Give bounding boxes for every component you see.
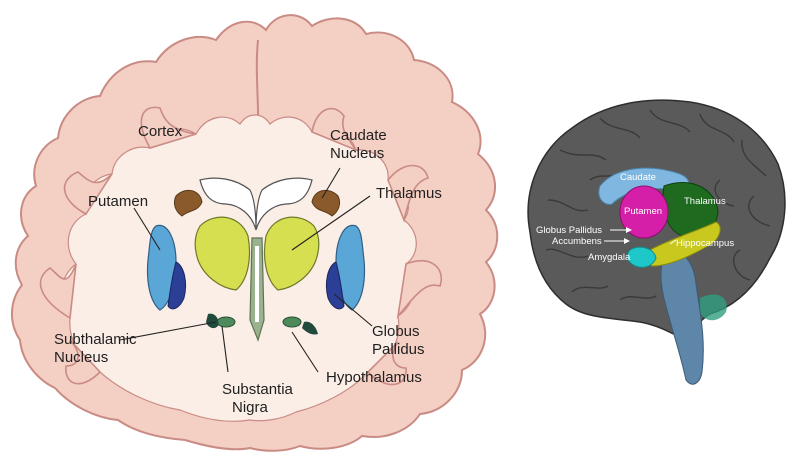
label-substantia-2: Nigra [232, 399, 269, 416]
label-cortex: Cortex [138, 123, 183, 140]
label-globus-2: Pallidus [372, 341, 425, 358]
coronal-section: Cortex Caudate Nucleus Putamen Thalamus … [12, 15, 497, 451]
label-hypothalamus: Hypothalamus [326, 369, 422, 386]
label-sagittal-accumbens: Accumbens [552, 236, 602, 247]
third-ventricle [255, 246, 259, 322]
label-subthalamic-2: Nucleus [54, 349, 108, 366]
cerebellum-accent [700, 294, 727, 320]
label-sagittal-globus: Globus Pallidus [536, 225, 602, 236]
label-thalamus: Thalamus [376, 185, 442, 202]
subthalamic-left [217, 317, 235, 327]
label-subthalamic-1: Subthalamic [54, 331, 137, 348]
label-globus-1: Globus [372, 323, 420, 340]
label-substantia-1: Substantia [222, 381, 294, 398]
subthalamic-right [283, 317, 301, 327]
label-sagittal-putamen: Putamen [624, 206, 662, 217]
label-sagittal-thalamus: Thalamus [684, 196, 726, 207]
label-sagittal-hippocampus: Hippocampus [676, 238, 734, 249]
label-caudate-1: Caudate [330, 127, 387, 144]
sagittal-model: Caudate Putamen Thalamus Globus Pallidus… [528, 100, 785, 384]
label-caudate-2: Nucleus [330, 145, 384, 162]
label-sagittal-amygdala: Amygdala [588, 252, 631, 263]
label-sagittal-caudate: Caudate [620, 172, 656, 183]
label-putamen: Putamen [88, 193, 148, 210]
